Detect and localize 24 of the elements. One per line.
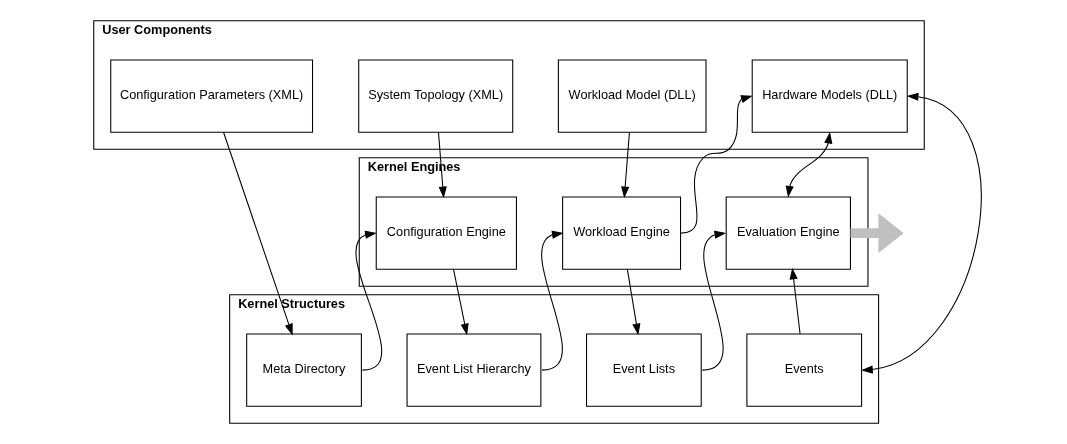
node-box: Hardware Models (DLL)	[751, 59, 908, 133]
arrow	[355, 230, 383, 371]
node-box: Evaluation Engine	[725, 196, 851, 270]
arrow	[223, 131, 293, 336]
node-box: Event Lists	[586, 333, 702, 407]
node-box: System Topology (XML)	[358, 59, 514, 133]
arrow	[453, 268, 469, 336]
arrow	[541, 230, 564, 371]
arrow	[785, 131, 833, 198]
arrow	[861, 92, 982, 374]
node-box: Configuration Parameters (XML)	[110, 59, 314, 133]
arrow	[850, 213, 904, 254]
node-box: Meta Directory	[246, 333, 362, 407]
arrow	[789, 267, 801, 335]
arrow	[437, 131, 447, 199]
arrow	[621, 131, 630, 199]
arrow	[680, 95, 753, 234]
node-box: Workload Model (DLL)	[557, 59, 707, 133]
arrow	[626, 268, 641, 336]
node-box: Events	[746, 333, 863, 407]
arrow	[701, 230, 727, 371]
node-box: Workload Engine	[562, 196, 682, 270]
node-box: Event List Hierarchy	[406, 333, 542, 407]
node-box: Configuration Engine	[375, 196, 517, 270]
